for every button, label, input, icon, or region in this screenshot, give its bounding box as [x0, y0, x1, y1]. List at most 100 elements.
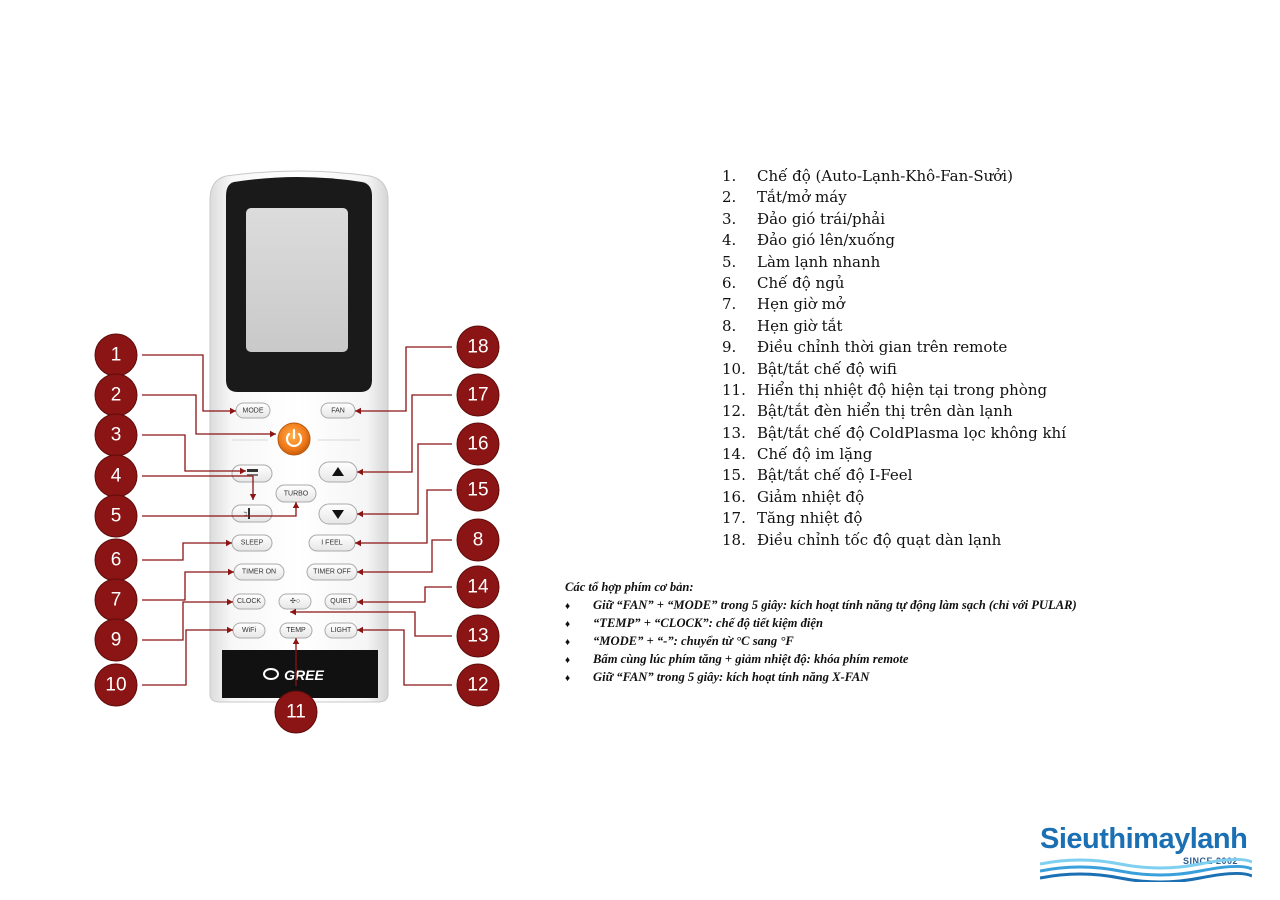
- arrowhead-icon: [357, 598, 363, 606]
- legend-number: 16.: [722, 487, 746, 506]
- temp-up-button[interactable]: [318, 461, 358, 483]
- legend-item: 16. Giảm nhiệt độ: [722, 487, 1066, 508]
- legend-item: 15.Bật/tắt chế độ I-Feel: [722, 465, 1066, 486]
- callout-number: 13: [467, 626, 488, 647]
- svg-text:WiFi: WiFi: [242, 627, 256, 634]
- leader-line-10: [142, 629, 233, 686]
- clock-button[interactable]: CLOCK: [232, 593, 266, 610]
- arrowhead-icon: [226, 539, 232, 547]
- legend-number: 17.: [722, 509, 746, 528]
- legend-number: 13.: [722, 423, 746, 442]
- arrow-down-icon: [332, 510, 344, 519]
- svg-text:LIGHT: LIGHT: [331, 627, 352, 634]
- combo-item: ♦“TEMP” + “CLOCK”: chế độ tiết kiệm điện: [565, 614, 1077, 632]
- legend-number: 2.: [722, 188, 737, 207]
- timer-on-button[interactable]: TIMER ON: [233, 563, 285, 581]
- callout-number: 14: [467, 577, 489, 598]
- combos-list: ♦Giữ “FAN” + “MODE” trong 5 giây: kích h…: [565, 596, 1077, 686]
- legend-number: 1.: [722, 167, 737, 185]
- light-button[interactable]: LIGHT: [324, 622, 358, 639]
- swing-left-right-button[interactable]: [231, 464, 273, 483]
- lcd-screen: [246, 208, 348, 352]
- callout-number: 17: [467, 385, 488, 406]
- arrowhead-icon: [240, 467, 246, 475]
- callout-11: 11: [274, 690, 318, 734]
- callout-number: 6: [111, 550, 122, 571]
- callout-circle: [94, 494, 138, 538]
- callout-circle: [274, 690, 318, 734]
- callout-4: 4: [94, 454, 138, 498]
- fan-button[interactable]: FAN: [320, 402, 356, 419]
- arrowhead-icon: [230, 407, 236, 415]
- callout-16: 16: [456, 422, 500, 466]
- callout-circle: [456, 565, 500, 609]
- callout-number: 10: [105, 675, 126, 696]
- callout-number: 12: [467, 675, 488, 696]
- legend-item: 9.Điều chỉnh thời gian trên remote: [722, 337, 1066, 358]
- callout-10: 10: [94, 663, 138, 707]
- sieuthimaylanh-logo: Sieuthimaylanh SINCE 2002: [1040, 822, 1252, 882]
- logo-brand: Sieuthimaylanh: [1040, 823, 1248, 855]
- turbo-button[interactable]: TURBO: [275, 484, 317, 503]
- arrowhead-icon: [249, 494, 257, 500]
- svg-text:QUIET: QUIET: [330, 598, 352, 605]
- svg-text:MODE: MODE: [243, 408, 264, 415]
- legend-item: 13.Bật/tắt chế độ ColdPlasma lọc không k…: [722, 423, 1066, 444]
- leader-line-14: [357, 586, 452, 603]
- legend-item: 11. Hiển thị nhiệt độ hiện tại trong phòn…: [722, 380, 1066, 401]
- legend-text: Hẹn giờ mở: [757, 295, 845, 314]
- diamond-bullet-icon: ♦: [565, 637, 571, 648]
- callout-number: 8: [473, 530, 484, 551]
- quiet-button[interactable]: QUIET: [324, 593, 358, 610]
- temp-button[interactable]: TEMP: [279, 622, 313, 639]
- legend-number: 18.: [722, 530, 746, 549]
- mode-button[interactable]: MODE: [235, 402, 271, 419]
- diamond-bullet-icon: ♦: [565, 601, 571, 612]
- callout-9: 9: [94, 618, 138, 662]
- combo-text: “TEMP” + “CLOCK”: chế độ tiết kiệm điện: [593, 616, 824, 630]
- legend-number: 3.: [722, 209, 737, 228]
- arrowhead-icon: [290, 608, 296, 616]
- svg-text:TEMP: TEMP: [286, 627, 306, 634]
- leader-line-16: [357, 443, 452, 515]
- legend-text: Hiển thị nhiệt độ hiện tại trong phòng: [757, 380, 1048, 399]
- combo-text: Bấm cùng lúc phím tăng + giảm nhiệt độ: …: [593, 652, 909, 666]
- legend-text: Chế độ ngủ: [757, 273, 845, 292]
- svg-text:FAN: FAN: [331, 408, 345, 415]
- callout-8: 8: [456, 518, 500, 562]
- legend-number: 5.: [722, 252, 737, 271]
- callout-circle: [456, 614, 500, 658]
- ifeel-button[interactable]: I FEEL: [308, 534, 356, 552]
- gree-logo: GREE: [263, 667, 324, 683]
- sleep-button[interactable]: SLEEP: [231, 534, 273, 552]
- timer-off-button[interactable]: TIMER OFF: [306, 563, 358, 581]
- legend-item: 17.Tăng nhiệt độ: [722, 508, 1066, 529]
- legend-item: 6. Chế độ ngủ: [722, 273, 1066, 294]
- diamond-bullet-icon: ♦: [565, 673, 571, 684]
- legend-text: Hẹn giờ tắt: [757, 316, 843, 335]
- temp-down-button[interactable]: [318, 503, 358, 525]
- power-button[interactable]: [277, 422, 311, 456]
- coldplasma-button[interactable]: ✣○: [278, 593, 312, 610]
- legend-item: 5.Làm lạnh nhanh: [722, 252, 1066, 273]
- callout-number: 16: [467, 434, 488, 455]
- arrowhead-icon: [227, 626, 233, 634]
- swing-up-down-button[interactable]: [231, 504, 273, 523]
- callout-number: 9: [111, 630, 122, 651]
- svg-text:CLOCK: CLOCK: [237, 598, 261, 605]
- leader-line-17: [357, 394, 452, 473]
- legend-number: 11.: [722, 380, 746, 399]
- callout-15: 15: [456, 468, 500, 512]
- callout-2: 2: [94, 373, 138, 417]
- legend-text: Giảm nhiệt độ: [757, 487, 865, 506]
- legend-number: 12.: [722, 402, 746, 421]
- diamond-bullet-icon: ♦: [565, 655, 571, 666]
- callout-14: 14: [456, 565, 500, 609]
- callout-number: 7: [111, 590, 122, 611]
- arrowhead-icon: [228, 568, 234, 576]
- legend-item: 12.Bật/tắt đèn hiển thị trên dàn lạnh: [722, 401, 1066, 422]
- legend-number: 6.: [722, 273, 737, 292]
- wifi-button[interactable]: WiFi: [232, 622, 266, 639]
